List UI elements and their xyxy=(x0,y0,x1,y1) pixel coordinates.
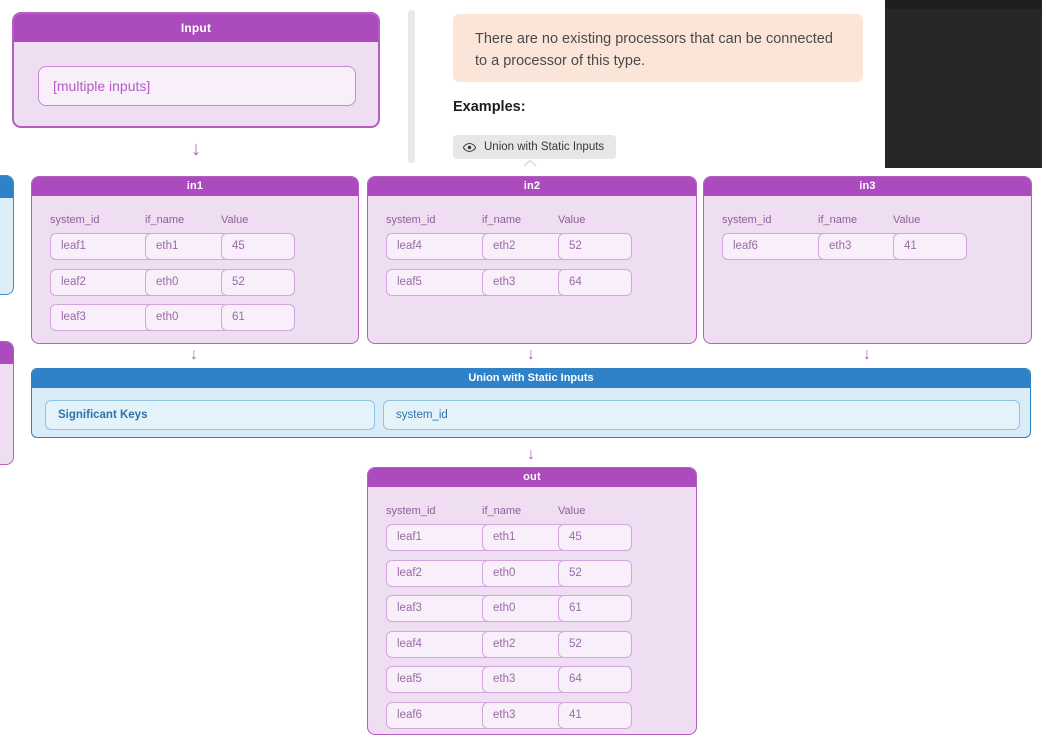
table-cell[interactable]: eth1 xyxy=(482,524,566,551)
table-cell[interactable]: leaf3 xyxy=(386,595,495,622)
table-cell[interactable]: 61 xyxy=(221,304,295,331)
offscreen-processor-card-header xyxy=(0,176,13,198)
table-cell[interactable]: 52 xyxy=(558,559,632,587)
table-cell[interactable]: 52 xyxy=(558,233,632,260)
arrow-input-to-tables: ↓ xyxy=(191,138,201,160)
multiple-inputs-field[interactable]: [multiple inputs] xyxy=(38,66,356,106)
eye-icon xyxy=(463,142,476,152)
table-cell[interactable]: 64 xyxy=(558,268,632,296)
column-header-system_id: system_id xyxy=(386,214,436,226)
table-cell[interactable]: leaf5 xyxy=(386,268,495,296)
table-cell[interactable]: 64 xyxy=(558,666,632,693)
table-cell[interactable]: 52 xyxy=(558,630,632,658)
table-cell[interactable]: leaf4 xyxy=(386,233,495,260)
arrow-in2-to-processor: ↓ xyxy=(527,346,535,363)
table-cell[interactable]: eth1 xyxy=(145,233,229,260)
examples-label: Examples: xyxy=(453,99,526,115)
table-cell[interactable]: eth0 xyxy=(482,559,566,587)
table-cell[interactable]: eth3 xyxy=(482,268,566,296)
column-header-Value: Value xyxy=(558,214,586,226)
table-cell[interactable]: eth3 xyxy=(482,666,566,693)
dark-side-panel-titlebar xyxy=(885,0,1042,9)
table-cell[interactable]: leaf2 xyxy=(50,268,158,296)
table-cell[interactable]: leaf6 xyxy=(386,701,495,729)
panel-divider xyxy=(408,10,415,163)
column-header-if_name: if_name xyxy=(482,214,522,226)
table-cell[interactable]: leaf3 xyxy=(50,304,158,331)
table-title: in3 xyxy=(704,177,1031,196)
table-cell[interactable]: eth0 xyxy=(482,595,566,622)
table-cell[interactable]: eth0 xyxy=(145,268,229,296)
arrow-in3-to-processor: ↓ xyxy=(863,346,871,363)
table-cell[interactable]: eth2 xyxy=(482,630,566,658)
processor-field-system_id[interactable]: system_id xyxy=(383,400,1020,430)
column-header-if_name: if_name xyxy=(482,505,522,517)
arrow-in1-to-processor: ↓ xyxy=(190,346,198,363)
table-title: out xyxy=(368,468,696,487)
table-cell[interactable]: leaf1 xyxy=(386,524,495,551)
column-header-if_name: if_name xyxy=(145,214,185,226)
table-cell[interactable]: 45 xyxy=(221,233,295,260)
offscreen-processor-card-left[interactable] xyxy=(0,175,14,295)
column-header-system_id: system_id xyxy=(50,214,100,226)
table-cell[interactable]: 41 xyxy=(558,701,632,729)
table-cell[interactable]: eth2 xyxy=(482,233,566,260)
offscreen-table-card-left[interactable] xyxy=(0,341,14,465)
processor-title: Union with Static Inputs xyxy=(32,369,1030,388)
dark-side-panel xyxy=(885,0,1042,168)
column-header-Value: Value xyxy=(558,505,586,517)
column-header-system_id: system_id xyxy=(722,214,772,226)
table-cell[interactable]: eth3 xyxy=(818,233,902,260)
table-cell[interactable]: 52 xyxy=(221,268,295,296)
table-title: in1 xyxy=(32,177,358,196)
table-title: in2 xyxy=(368,177,696,196)
column-header-system_id: system_id xyxy=(386,505,436,517)
table-cell[interactable]: 61 xyxy=(558,595,632,622)
table-cell[interactable]: leaf6 xyxy=(722,233,831,260)
table-cell[interactable]: eth0 xyxy=(145,304,229,331)
processor-card-union-with-static-inputs[interactable]: Union with Static Inputs Significant Key… xyxy=(31,368,1031,438)
table-cell[interactable]: leaf2 xyxy=(386,559,495,587)
column-header-Value: Value xyxy=(893,214,921,226)
example-union-with-static-inputs-button[interactable]: Union with Static Inputs xyxy=(453,135,617,159)
table-cell[interactable]: leaf4 xyxy=(386,630,495,658)
arrow-processor-to-out: ↓ xyxy=(527,446,535,463)
column-header-Value: Value xyxy=(221,214,249,226)
table-cell[interactable]: 41 xyxy=(893,233,967,260)
table-cell[interactable]: eth3 xyxy=(482,701,566,729)
input-card[interactable]: Input [multiple inputs] xyxy=(12,12,380,128)
tooltip-caret-icon xyxy=(523,159,537,167)
table-cell[interactable]: 45 xyxy=(558,524,632,551)
table-cell[interactable]: leaf5 xyxy=(386,666,495,693)
input-card-title: Input xyxy=(14,14,378,42)
offscreen-table-card-header xyxy=(0,342,13,364)
no-processors-notice: There are no existing processors that ca… xyxy=(453,14,863,82)
example-button-label: Union with Static Inputs xyxy=(484,141,605,153)
column-header-if_name: if_name xyxy=(818,214,858,226)
table-cell[interactable]: leaf1 xyxy=(50,233,158,260)
processor-field-significant-keys[interactable]: Significant Keys xyxy=(45,400,375,430)
